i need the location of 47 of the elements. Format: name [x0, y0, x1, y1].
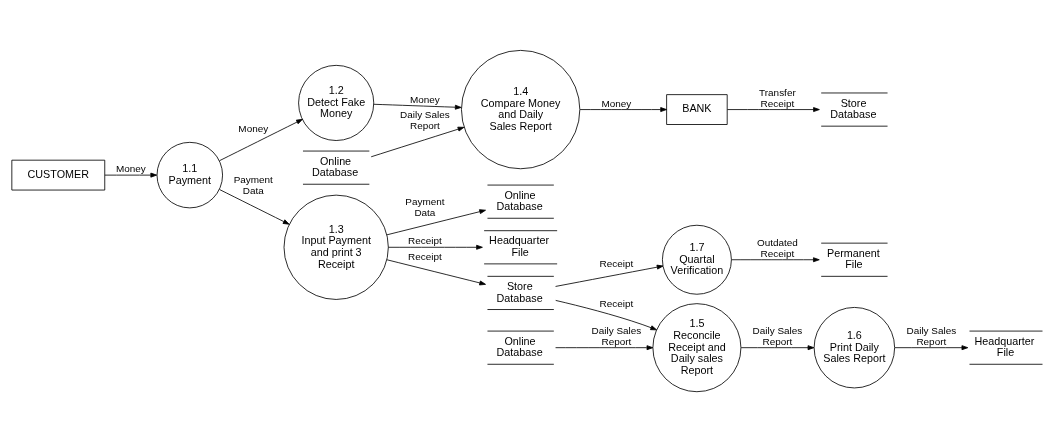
arrow: [555, 299, 657, 330]
arrow: [219, 118, 303, 161]
edge-label: Money: [601, 97, 632, 109]
node-circle: 1.1 Payment: [156, 141, 223, 208]
arrow: [388, 244, 483, 250]
arrow: [386, 208, 486, 235]
node-circle: 1.6 Print Daily Sales Report: [813, 306, 896, 388]
edge-label: Payment Data: [233, 173, 273, 196]
node-circle: 1.4 Compare Money and Daily Sales Report: [461, 49, 581, 169]
node-box: CUSTOMER: [11, 159, 106, 190]
node-circle: 1.2 Detect Fake Money: [298, 64, 375, 141]
arrow: [219, 188, 290, 225]
arrow: [727, 106, 820, 112]
node-text: Online Database: [496, 188, 543, 212]
arrow: [740, 344, 815, 350]
arrow: [731, 256, 820, 262]
node-text: Headquarter File: [489, 233, 549, 258]
node-text: Store Database: [830, 96, 877, 120]
edge-label: Daily Sales Report: [752, 324, 803, 347]
arrow: [386, 258, 486, 285]
arrow: [373, 103, 462, 110]
edge-label: Receipt: [408, 250, 442, 262]
edge-label: Transfer Receipt: [759, 86, 796, 109]
arrow: [579, 106, 667, 112]
arrow: [555, 264, 664, 287]
edge-label: Receipt: [599, 257, 634, 269]
edge-label: Payment Data: [405, 195, 445, 218]
arrow: [555, 344, 654, 350]
edge-label: Receipt: [408, 234, 442, 246]
edge-label: Daily Sales Report: [906, 324, 957, 347]
node-text: Online Database: [496, 334, 543, 358]
arrow: [370, 126, 465, 157]
node-circle: 1.7 Quartal Verification: [662, 224, 732, 295]
node-text: Permanent File: [827, 246, 880, 270]
node-text: Online Database: [312, 154, 359, 178]
node-box: BANK: [666, 93, 728, 125]
node-text: Headquarter File: [974, 334, 1035, 358]
arrow: [894, 344, 969, 350]
edge-label: Daily Sales Report: [400, 108, 450, 131]
node-text: Store Database: [496, 279, 543, 304]
edge-label: Daily Sales Report: [591, 324, 642, 347]
edge-label: Money: [115, 162, 146, 174]
edge-label: Money: [409, 93, 440, 105]
arrow: [104, 172, 158, 178]
edge-label: Outdated Receipt: [756, 236, 798, 259]
edge-label: Receipt: [599, 297, 634, 309]
edge-label: Money: [238, 122, 269, 134]
